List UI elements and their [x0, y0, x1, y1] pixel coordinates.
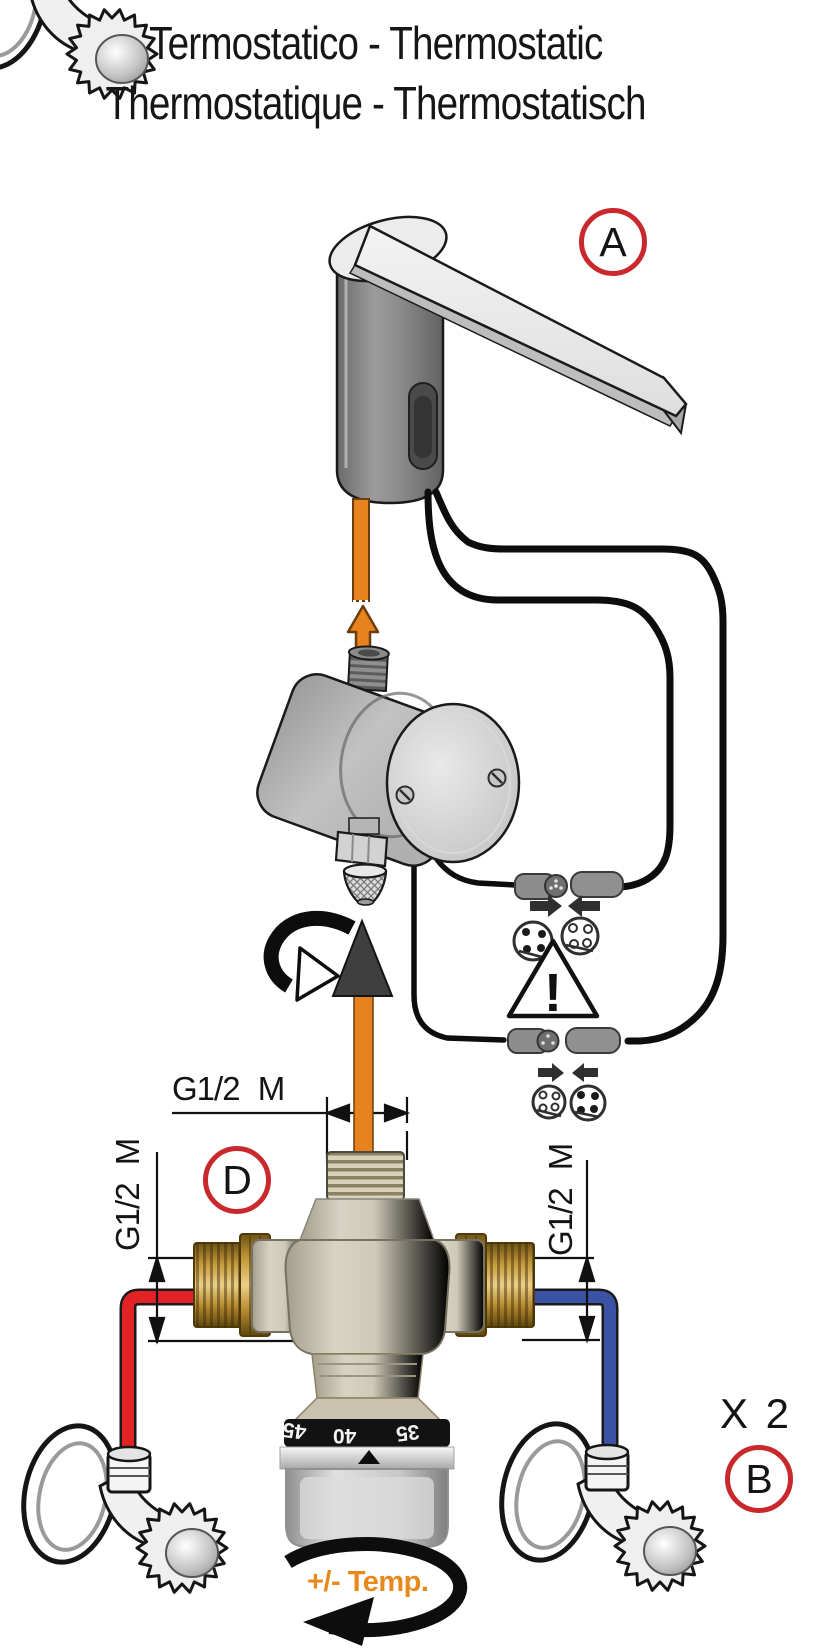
hot-water-pipe: [119, 1288, 206, 1462]
faucet-cable-inner: [424, 488, 674, 891]
page-title-line2: Thermostatique - Thermostatisch: [105, 77, 647, 129]
control-box-cables: [411, 840, 519, 1043]
dimension-label-right: G1/2 M: [542, 1143, 579, 1256]
valve-dial-band: [284, 1419, 450, 1447]
faucet-spout: [353, 224, 688, 418]
faucet-hose: [352, 498, 370, 602]
angle-valve-left: [12, 1417, 227, 1592]
plug-arrow-right-icon: [530, 895, 562, 917]
connector-pair-lower: [507, 1027, 621, 1122]
warning-icon: !: [506, 938, 600, 1023]
cold-water-pipe: [532, 1288, 619, 1462]
dial-tick-35: 35: [394, 1419, 421, 1446]
connector-face-female: [560, 916, 600, 956]
callout-d-mixer: D: [203, 1146, 271, 1214]
temp-rotate-arrow-icon: [284, 1537, 468, 1646]
dial-tick-40: 40: [333, 1424, 357, 1447]
control-box-face: [385, 702, 521, 864]
faucet-cables: [424, 488, 727, 1045]
quantity-label: X 2: [720, 1390, 793, 1437]
hose-connect-arrow-icon: [346, 604, 380, 652]
connector-face-female: [531, 1084, 567, 1120]
dimension-label-left: G1/2 M: [109, 1138, 146, 1251]
control-box-illustration: [256, 645, 521, 906]
box-hex-nut: [334, 830, 389, 868]
box-cable-lower: [411, 840, 507, 1043]
dial-tick-45: 45: [281, 1417, 308, 1444]
valve-top-thread: [326, 1151, 405, 1201]
faucet-illustration: [328, 215, 688, 505]
plug-arrow-right-icon: [538, 1063, 564, 1082]
angle-valve-right: [490, 1415, 705, 1590]
box-cable-upper: [433, 855, 519, 888]
filter-strainer: [342, 863, 388, 906]
faucet-cable-outer: [432, 488, 727, 1045]
rotate-arrow-icon: [263, 910, 356, 1002]
connector-face-male: [569, 1084, 607, 1122]
plug-arrow-left-icon: [572, 1063, 598, 1082]
valve-body: [284, 1239, 451, 1355]
callout-b-angle-valve: B: [725, 1445, 793, 1513]
callout-a-faucet: A: [579, 208, 647, 276]
page-title-line1: Termostatico - Thermostatic: [149, 17, 603, 69]
connector-pair-upper: [512, 871, 624, 962]
plug-arrow-left-icon: [568, 895, 600, 917]
dial-marker-icon: [358, 1450, 380, 1464]
warning-mark: !: [544, 963, 562, 1023]
mount-arrow-icon: [331, 918, 394, 1159]
temp-adjust-label: +/- Temp.: [307, 1566, 429, 1598]
face-screws: [395, 768, 507, 805]
dimension-label-top: G1/2 M: [172, 1070, 285, 1107]
mixing-valve-illustration: [193, 1151, 535, 1548]
